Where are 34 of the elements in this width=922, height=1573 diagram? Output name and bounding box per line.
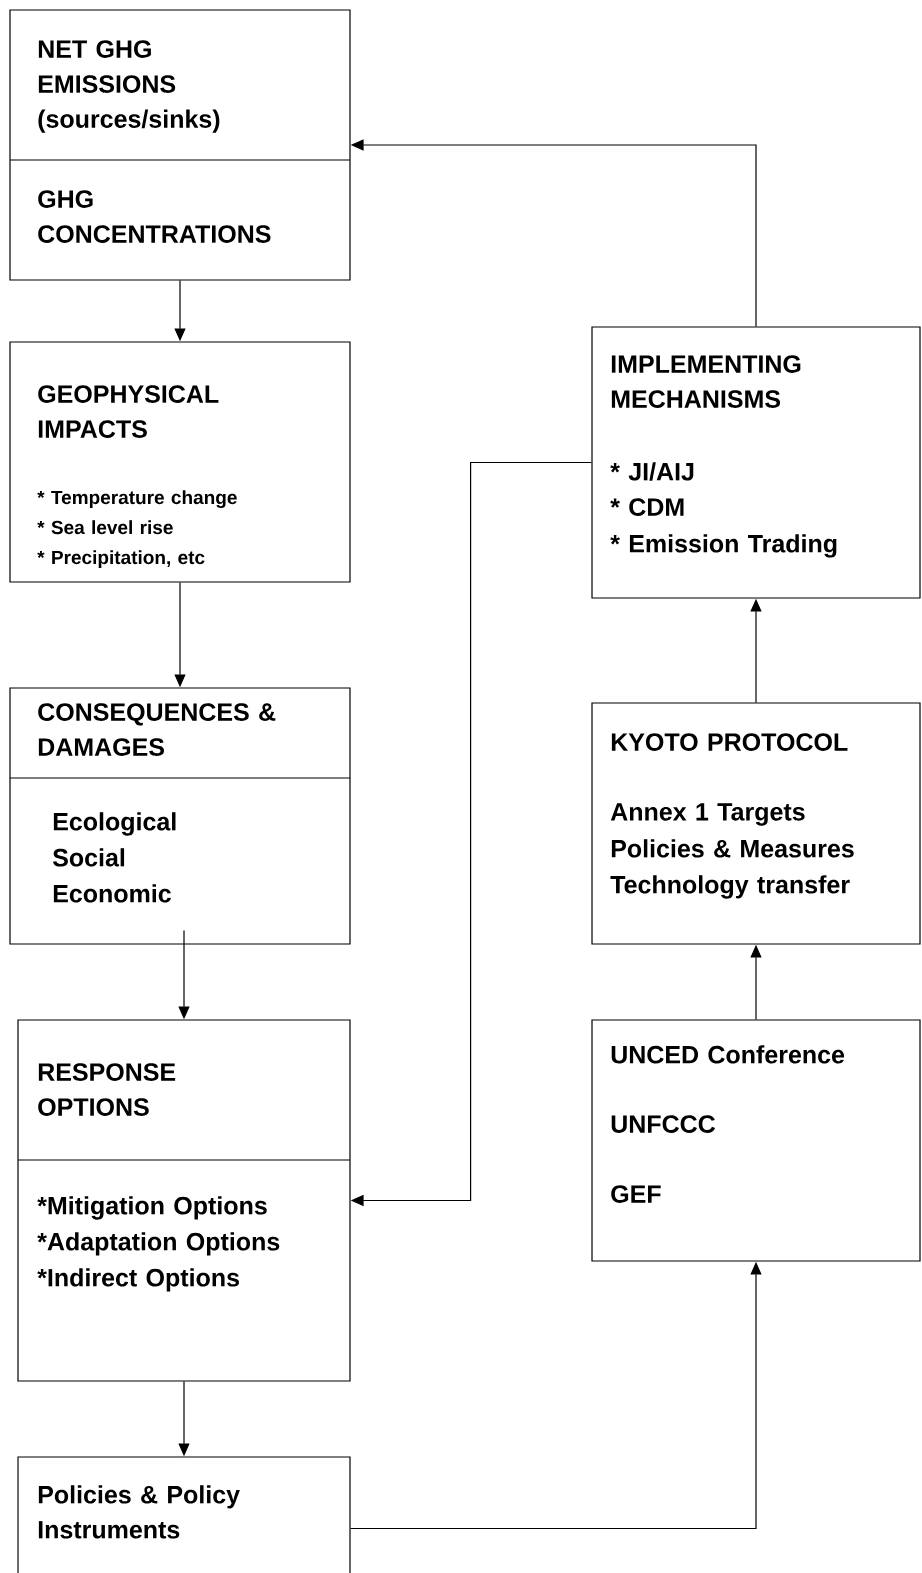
box-heading: NET GHG EMISSIONS (sources/sinks) [38,40,220,133]
list-item: GEF [611,1185,661,1203]
process-box [591,702,921,945]
process-box [591,1019,921,1262]
list-item: Annex 1 Targets [610,803,805,826]
box-heading: CONSEQUENCES & DAMAGES [38,703,276,756]
list-item: Economic [53,884,171,903]
list-item: *Adaptation Options [37,1232,280,1256]
box-heading: KYOTO PROTOCOL [611,733,848,751]
list-item: * Temperature change [37,490,237,508]
box-heading: UNCED Conference [611,1045,845,1064]
process-box [9,341,351,583]
list-item: UNFCCC [611,1115,716,1133]
list-item: * Emission Trading [610,534,837,558]
process-box [591,326,921,599]
box-heading: Policies & Policy Instruments [38,1485,240,1539]
box-heading: GEOPHYSICAL IMPACTS [38,385,219,438]
list-item: * CDM [610,498,684,516]
list-item: * Precipitation, etc [37,550,205,568]
process-box [9,687,351,945]
list-item: Technology transfer [610,875,850,899]
list-item: Policies & Measures [611,839,854,858]
list-item: * Sea level rise [37,520,173,535]
list-item: * JI/AIJ [610,462,694,481]
list-item: Ecological [53,812,176,836]
process-box [9,9,351,281]
list-item: *Indirect Options [37,1268,239,1292]
process-box [17,1456,351,1573]
box-heading: IMPLEMENTING MECHANISMS [611,355,801,408]
process-box [17,1019,351,1382]
list-item: *Mitigation Options [37,1196,267,1220]
box-heading: RESPONSE OPTIONS [38,1063,176,1116]
list-item: GHG CONCENTRATIONS [38,190,271,243]
list-item: Social [52,848,125,867]
